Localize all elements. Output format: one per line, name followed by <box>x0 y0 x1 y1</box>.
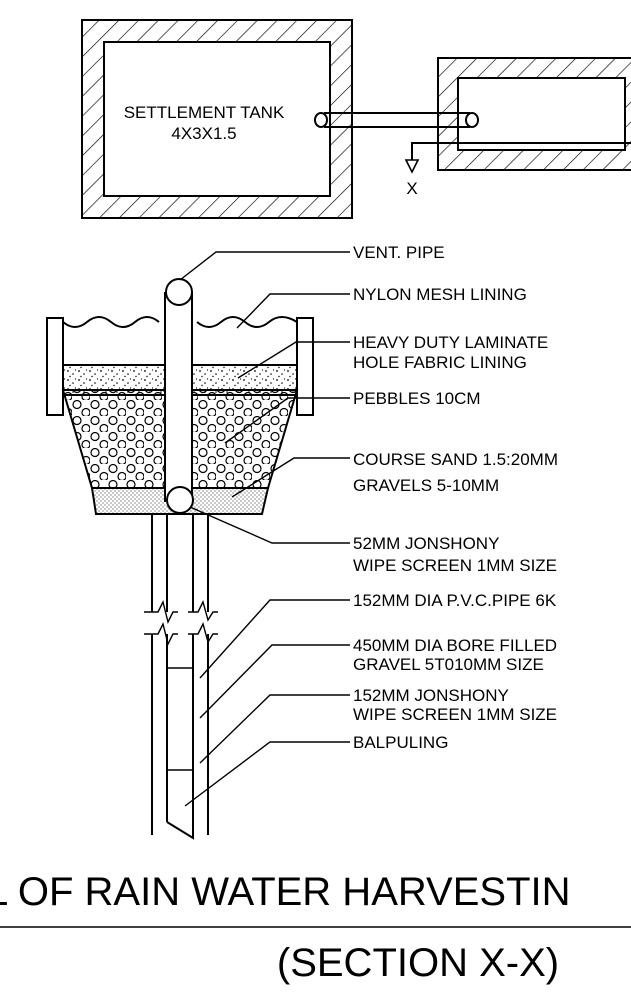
label-screen52-line1: 52MM JONSHONY <box>353 534 499 553</box>
drawing-subtitle: (SECTION X-X) <box>277 941 559 985</box>
section-marker-label: X <box>406 179 417 198</box>
settlement-tank-label: SETTLEMENT TANK <box>124 103 285 122</box>
label-bore-line1: 450MM DIA BORE FILLED <box>353 636 557 655</box>
label-nylon-mesh: NYLON MESH LINING <box>353 285 527 304</box>
vent-pipe <box>164 278 194 514</box>
label-bore-line2: GRAVEL 5T010MM SIZE <box>353 655 544 674</box>
settlement-tank: SETTLEMENT TANK 4X3X1.5 <box>81 19 353 219</box>
label-pvc-pipe: 152MM DIA P.V.C.PIPE 6K <box>353 591 557 610</box>
label-vent-pipe: VENT. PIPE <box>353 243 445 262</box>
label-screen152-line1: 152MM JONSHONY <box>353 686 509 705</box>
label-screen152-line2: WIPE SCREEN 1MM SIZE <box>353 705 557 724</box>
leader-lines <box>179 251 350 807</box>
bore-hole <box>144 514 218 840</box>
label-pebbles: PEBBLES 10CM <box>353 389 481 408</box>
section-marker: X <box>404 142 631 198</box>
recharge-tank-plan <box>437 57 631 171</box>
label-laminate-line2: HOLE FABRIC LINING <box>353 353 527 372</box>
label-sand-line1: COURSE SAND 1.5:20MM <box>353 450 558 469</box>
label-sand-line2: GRAVELS 5-10MM <box>353 476 499 495</box>
settlement-tank-size: 4X3X1.5 <box>171 124 236 143</box>
drawing-title: L OF RAIN WATER HARVESTIN <box>0 870 571 914</box>
water-surface <box>62 316 298 328</box>
label-laminate-line1: HEAVY DUTY LAMINATE <box>353 333 548 352</box>
label-screen52-line2: WIPE SCREEN 1MM SIZE <box>353 556 557 575</box>
label-balpuling: BALPULING <box>353 733 448 752</box>
